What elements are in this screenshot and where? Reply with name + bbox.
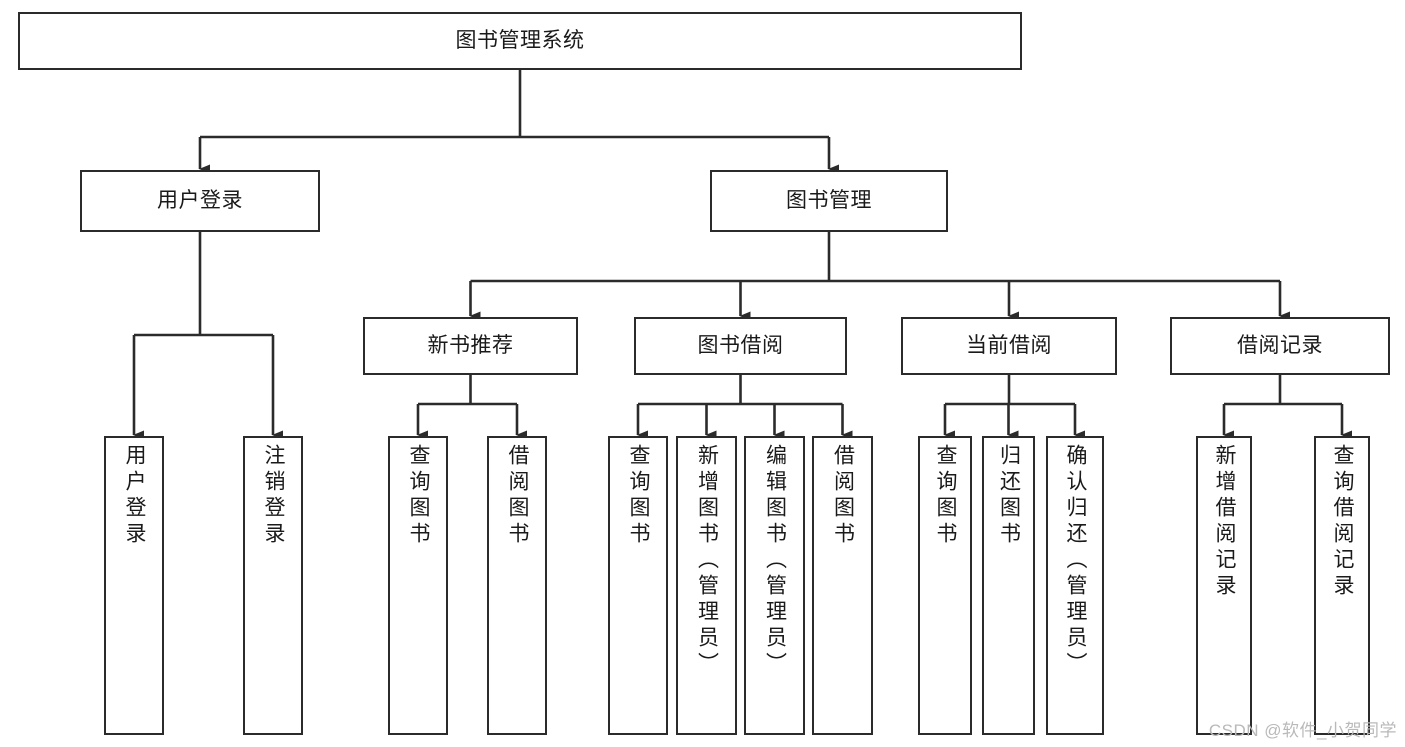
node-label-leaf_7: 借阅图书	[831, 444, 855, 548]
node-label-leaf_4: 查询图书	[627, 444, 651, 548]
node-label-leaf_6: 编辑图书（管理员）	[763, 444, 787, 678]
node-leaf_8[interactable]: 查询图书	[918, 436, 972, 735]
node-leaf_10[interactable]: 确认归还（管理员）	[1046, 436, 1104, 735]
node-label-leaf_8: 查询图书	[934, 444, 958, 548]
node-label-leaf_11: 新增借阅记录	[1213, 444, 1237, 600]
node-l3_0[interactable]: 新书推荐	[363, 317, 578, 375]
node-label-leaf_1: 注销登录	[262, 444, 286, 548]
node-leaf_6[interactable]: 编辑图书（管理员）	[744, 436, 805, 735]
node-label-leaf_12: 查询借阅记录	[1331, 444, 1355, 600]
node-label-leaf_2: 查询图书	[407, 444, 431, 548]
node-label-l2_0: 用户登录	[157, 189, 243, 213]
node-label-root: 图书管理系统	[455, 29, 585, 53]
node-label-l3_0: 新书推荐	[427, 334, 514, 358]
node-label-leaf_10: 确认归还（管理员）	[1064, 444, 1088, 678]
node-leaf_0[interactable]: 用户登录	[104, 436, 164, 735]
node-label-leaf_5: 新增图书（管理员）	[695, 444, 719, 678]
node-l2_1[interactable]: 图书管理	[710, 170, 948, 232]
node-label-l3_2: 当前借阅	[966, 334, 1052, 358]
node-l2_0[interactable]: 用户登录	[80, 170, 320, 232]
node-leaf_4[interactable]: 查询图书	[608, 436, 668, 735]
node-leaf_5[interactable]: 新增图书（管理员）	[676, 436, 737, 735]
node-l3_3[interactable]: 借阅记录	[1170, 317, 1390, 375]
node-l3_2[interactable]: 当前借阅	[901, 317, 1117, 375]
node-label-leaf_3: 借阅图书	[506, 444, 530, 548]
edge-group	[132, 70, 1352, 440]
node-leaf_3[interactable]: 借阅图书	[487, 436, 547, 735]
node-leaf_11[interactable]: 新增借阅记录	[1196, 436, 1252, 735]
node-label-l2_1: 图书管理	[786, 189, 872, 213]
node-label-leaf_9: 归还图书	[997, 444, 1021, 548]
node-leaf_1[interactable]: 注销登录	[243, 436, 303, 735]
node-label-leaf_0: 用户登录	[123, 444, 147, 548]
node-leaf_12[interactable]: 查询借阅记录	[1314, 436, 1370, 735]
node-label-l3_1: 图书借阅	[697, 334, 784, 358]
node-leaf_9[interactable]: 归还图书	[982, 436, 1035, 735]
node-label-l3_3: 借阅记录	[1237, 334, 1323, 358]
watermark-label: CSDN @软件_小贺同学	[1208, 721, 1397, 740]
node-leaf_2[interactable]: 查询图书	[388, 436, 448, 735]
node-root[interactable]: 图书管理系统	[18, 12, 1022, 70]
node-l3_1[interactable]: 图书借阅	[634, 317, 847, 375]
node-leaf_7[interactable]: 借阅图书	[812, 436, 873, 735]
